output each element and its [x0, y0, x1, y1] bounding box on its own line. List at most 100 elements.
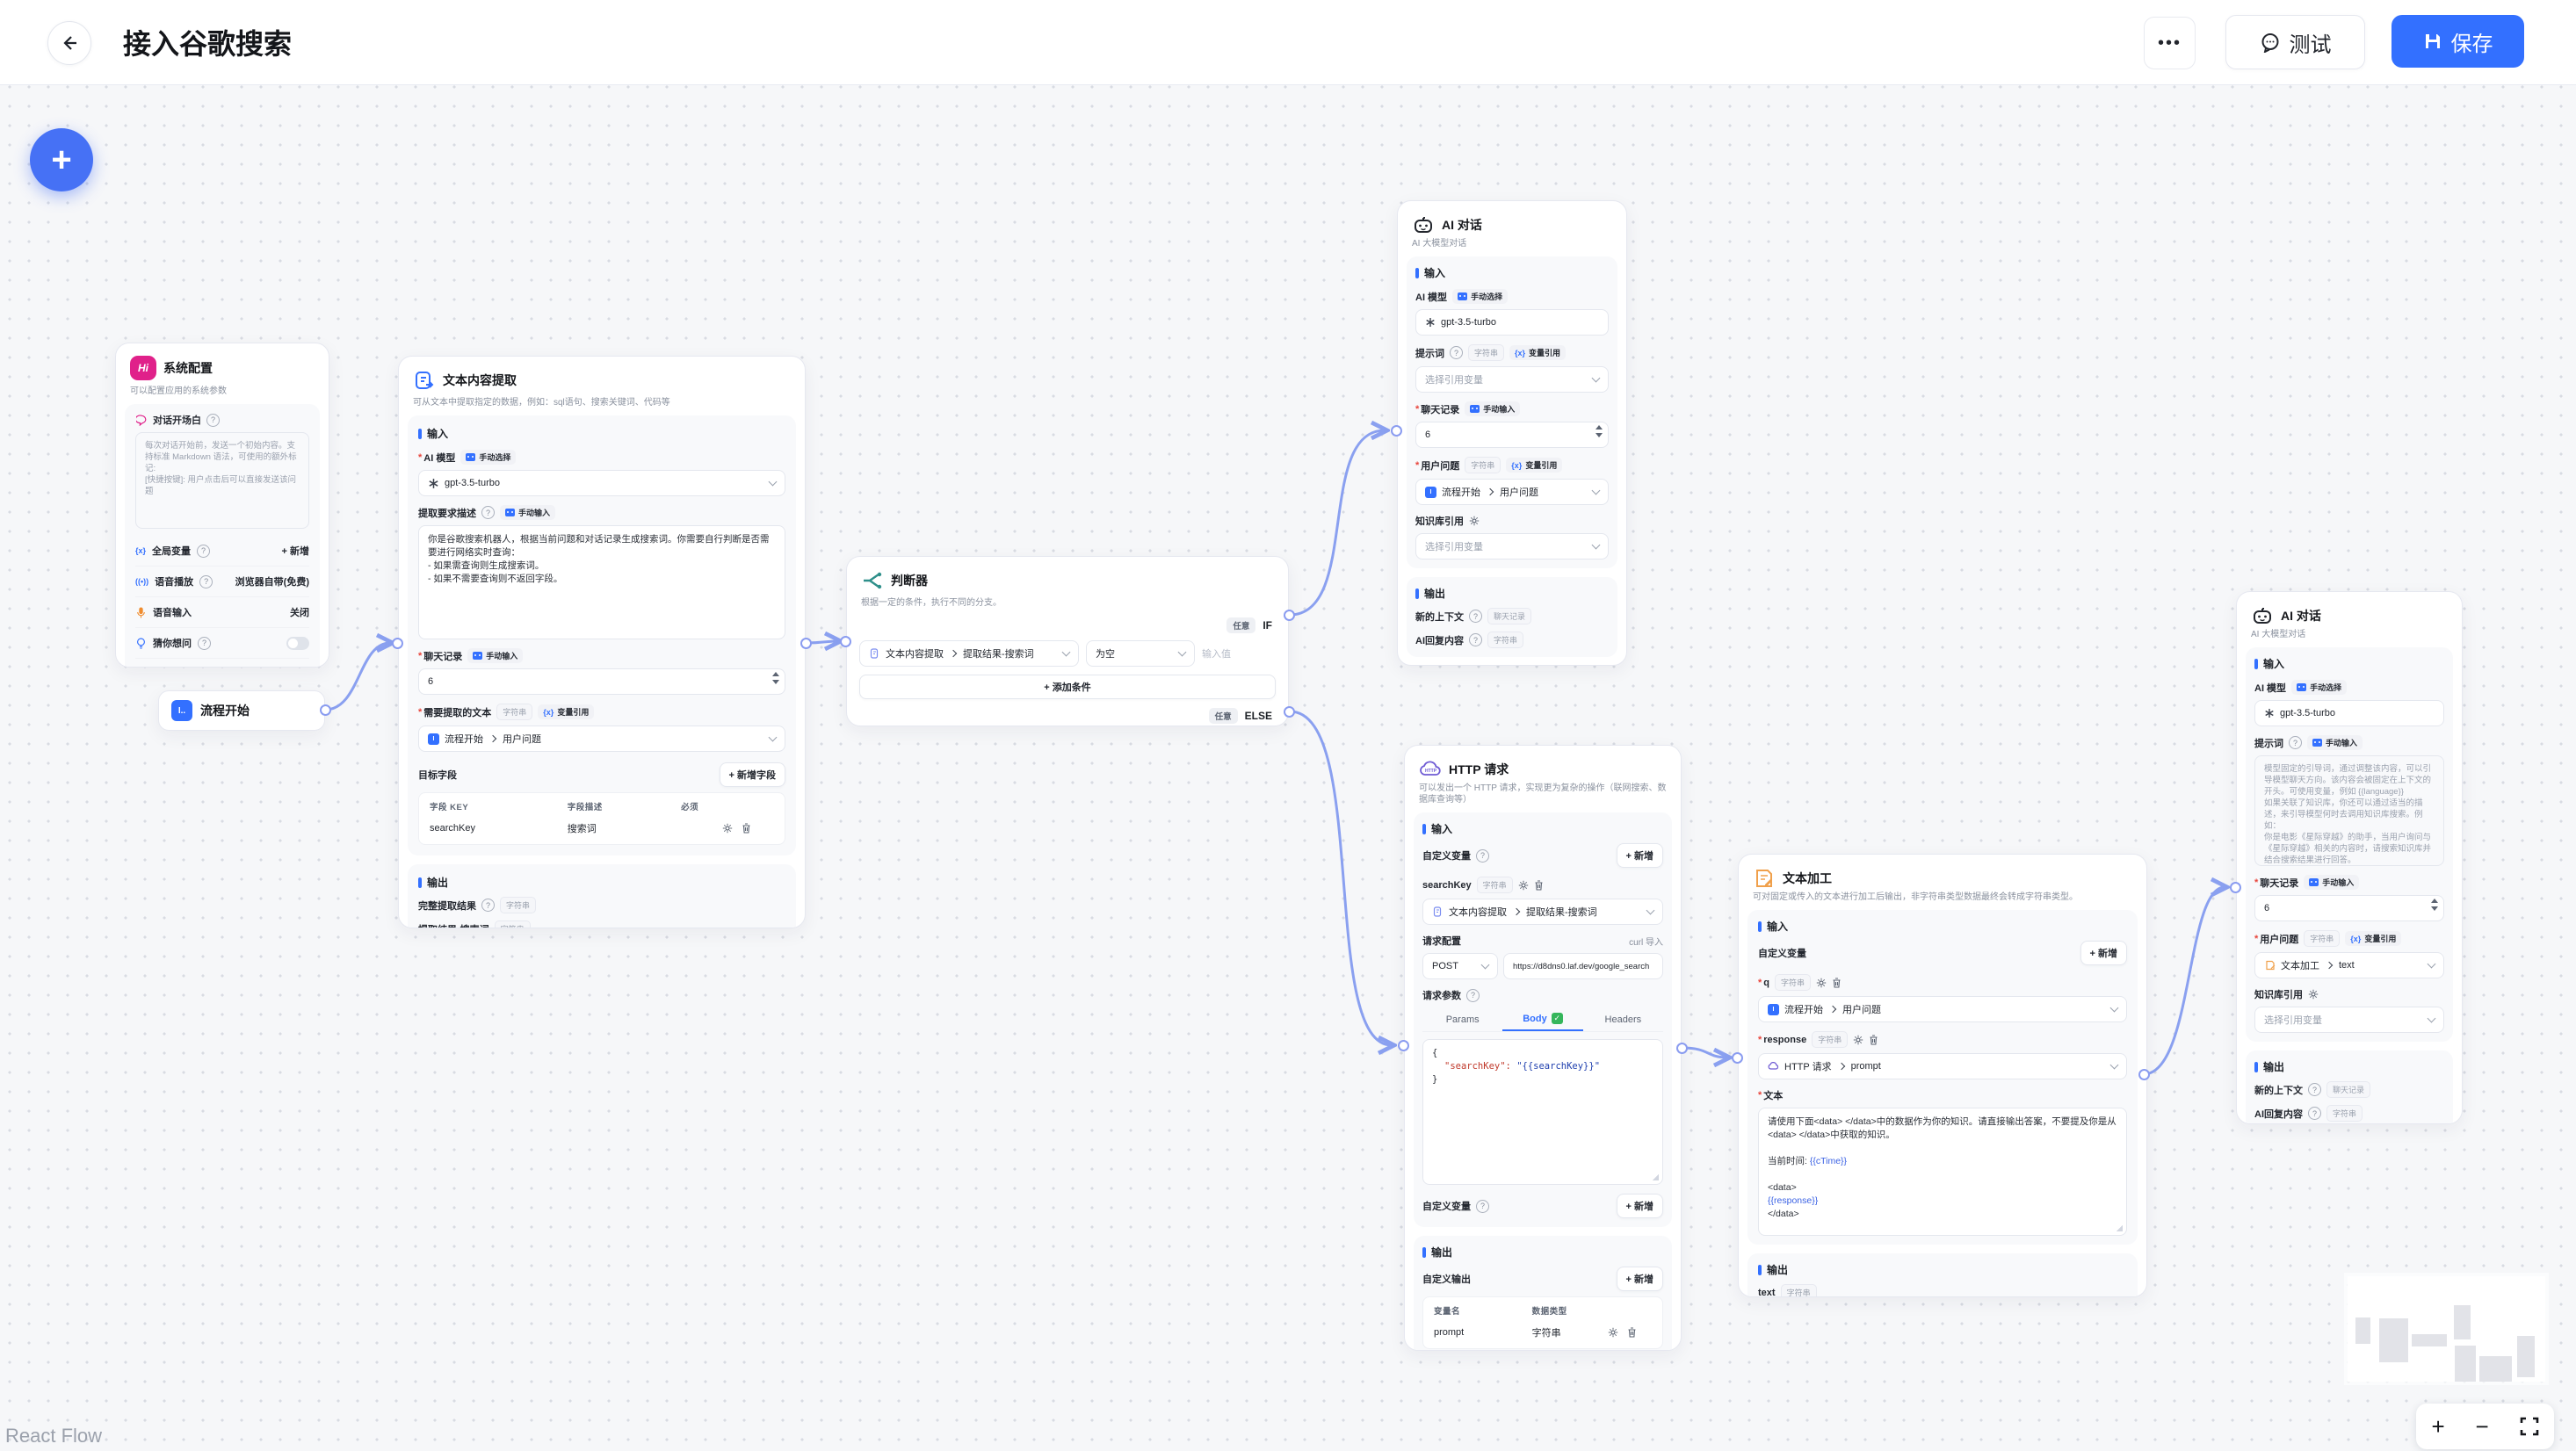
tab-params[interactable]: Params [1445, 1014, 1480, 1025]
model-select[interactable]: gpt-3.5-turbo [1415, 309, 1609, 336]
question-select[interactable]: I 流程开始用户问题 [1415, 479, 1609, 505]
add-var-button[interactable]: + 新增 [1616, 843, 1663, 868]
add-output-button[interactable]: + 新增 [1616, 1267, 1663, 1291]
timer-row[interactable]: 定时执行 ? 未开启 [135, 658, 309, 667]
body-code-editor[interactable]: { "searchKey": "{{searchKey}}" } [1422, 1039, 1663, 1185]
url-input[interactable]: https://d8dns0.laf.dev/google_search [1503, 953, 1663, 979]
handle-ai2-in[interactable] [2230, 882, 2241, 893]
help-icon[interactable]: ? [2308, 1083, 2321, 1096]
condition-value-input[interactable]: 输入值 [1202, 649, 1231, 660]
fit-view-button[interactable] [2520, 1417, 2539, 1436]
var-ref-badge[interactable]: {x}变量引用 [2345, 931, 2402, 946]
help-icon[interactable]: ? [198, 636, 211, 650]
test-button[interactable]: 测试 [2225, 15, 2365, 69]
trash-icon[interactable] [1534, 879, 1544, 891]
manual-select-badge[interactable]: 手动选择 [2291, 680, 2348, 695]
handle-ai1-in[interactable] [1391, 425, 1402, 437]
manual-select-badge[interactable]: 手动选择 [1452, 289, 1509, 304]
manual-input-badge[interactable]: 手动输入 [500, 505, 556, 520]
add-node-button[interactable]: + [30, 128, 93, 191]
var-ref-badge[interactable]: {x}变量引用 [1506, 458, 1563, 473]
handle-judge-if[interactable] [1284, 610, 1295, 621]
handle-http-in[interactable] [1398, 1040, 1409, 1051]
add-var-button[interactable]: + 新增 [1616, 1194, 1663, 1218]
q-ref-select[interactable]: I 流程开始用户问题 [1758, 996, 2127, 1022]
gear-icon[interactable] [722, 823, 733, 834]
handle-judge-else[interactable] [1284, 706, 1295, 718]
var-ref-select[interactable]: 文本内容提取提取结果-搜索词 [1422, 899, 1663, 925]
node-ai-chat-2[interactable]: AI 对话 AI 大模型对话 输入 AI 模型 手动选择 gpt-3.5-tur… [2236, 591, 2463, 1124]
handle-extract-in[interactable] [392, 638, 403, 649]
trash-icon[interactable] [742, 823, 751, 834]
more-menu-button[interactable]: ••• [2144, 17, 2196, 69]
help-icon[interactable]: ? [206, 413, 220, 427]
help-icon[interactable]: ? [1466, 988, 1480, 1002]
gear-icon[interactable] [1469, 516, 1480, 526]
node-text-extract[interactable]: 文本内容提取 可从文本中提取指定的数据，例如：sql语句、搜索关键词、代码等 输… [398, 356, 806, 928]
minimap[interactable] [2348, 1276, 2545, 1382]
gear-icon[interactable] [1853, 1035, 1863, 1045]
source-select[interactable]: I 流程开始用户问题 [418, 726, 785, 752]
save-button[interactable]: 保存 [2391, 15, 2524, 68]
add-var-button[interactable]: + 新增 [2080, 941, 2127, 965]
help-icon[interactable]: ? [2289, 736, 2302, 749]
tts-row[interactable]: ((•)) 语音播放 ? 浏览器自带(免费) [135, 566, 309, 596]
trash-icon[interactable] [1869, 1034, 1878, 1045]
number-stepper[interactable] [772, 672, 779, 684]
model-select[interactable]: gpt-3.5-turbo [418, 470, 785, 496]
add-condition-button[interactable]: + 添加条件 [859, 675, 1276, 699]
handle-http-out[interactable] [1676, 1043, 1688, 1054]
curl-import-button[interactable]: curl 导入 [1629, 937, 1663, 948]
gear-icon[interactable] [1816, 978, 1827, 988]
trash-icon[interactable] [1627, 1327, 1637, 1338]
number-stepper[interactable] [1596, 425, 1603, 437]
manual-input-badge[interactable]: 手动输入 [2304, 875, 2360, 890]
handle-judge-in[interactable] [840, 636, 851, 647]
history-input[interactable]: 6 [2254, 895, 2444, 921]
condition-op-select[interactable]: 为空 [1086, 640, 1195, 667]
node-http-request[interactable]: HTTP HTTP 请求 可以发出一个 HTTP 请求，实现更为复杂的操作（联网… [1404, 745, 1682, 1351]
guess-toggle[interactable] [286, 636, 309, 650]
welcome-textarea[interactable]: 每次对话开始前，发送一个初始内容。支持标准 Markdown 语法，可使用的额外… [135, 432, 309, 529]
help-icon[interactable]: ? [481, 899, 495, 912]
handle-textp-out[interactable] [2138, 1069, 2150, 1080]
var-ref-badge[interactable]: {x}变量引用 [538, 704, 595, 719]
zoom-out-button[interactable]: − [2475, 1412, 2489, 1440]
manual-input-badge[interactable]: 手动输入 [2307, 735, 2363, 750]
node-text-process[interactable]: 文本加工 可对固定或传入的文本进行加工后输出，非字符串类型数据最终会转成字符串类… [1738, 854, 2147, 1297]
number-stepper[interactable] [2431, 899, 2438, 911]
gear-icon[interactable] [1608, 1327, 1618, 1338]
gear-icon[interactable] [2308, 989, 2319, 1000]
manual-input-badge[interactable]: 手动输入 [1465, 401, 1521, 416]
kb-select[interactable]: 选择引用变量 [1415, 533, 1609, 559]
global-var-row[interactable]: {x} 全局变量 ? + 新增 [135, 536, 309, 566]
zoom-in-button[interactable]: + [2431, 1412, 2445, 1440]
prompt-textarea[interactable]: 模型固定的引导词，通过调整该内容，可以引导模型聊天方向。该内容会被固定在上下文的… [2254, 755, 2444, 866]
node-ai-chat-1[interactable]: AI 对话 AI 大模型对话 输入 AI 模型 手动选择 gpt-3.5-tur… [1397, 200, 1627, 666]
kb-select[interactable]: 选择引用变量 [2254, 1007, 2444, 1033]
help-icon[interactable]: ? [199, 574, 213, 588]
desc-textarea[interactable]: 你是谷歌搜索机器人，根据当前问题和对话记录生成搜索词。你需要自行判断是否需要进行… [418, 525, 785, 639]
node-judge[interactable]: 判断器 根据一定的条件，执行不同的分支。 任意 IF 文本内容提取提取结果-搜索… [846, 556, 1289, 726]
help-icon[interactable]: ? [481, 506, 495, 519]
help-icon[interactable]: ? [197, 544, 211, 558]
stt-row[interactable]: 语音输入 关闭 [135, 596, 309, 627]
tab-body[interactable]: Body✓ [1502, 1007, 1583, 1031]
text-textarea[interactable]: 请使用下面<data> </data>中的数据作为你的知识。请直接输出答案，不要… [1758, 1108, 2127, 1236]
help-icon[interactable]: ? [1469, 610, 1482, 623]
add-var-button[interactable]: + 新增 [281, 546, 309, 557]
history-input[interactable]: 6 [1415, 422, 1609, 448]
handle-extract-out[interactable] [800, 638, 812, 649]
guess-row[interactable]: 猜你想问 ? [135, 627, 309, 658]
handle-textp-in[interactable] [1732, 1052, 1743, 1064]
trash-icon[interactable] [1832, 977, 1842, 988]
help-icon[interactable]: ? [1476, 848, 1489, 863]
manual-input-badge[interactable]: 手动输入 [467, 648, 524, 663]
node-flow-start[interactable]: I.. 流程开始 [158, 690, 325, 731]
model-select[interactable]: gpt-3.5-turbo [2254, 700, 2444, 726]
history-input[interactable]: 6 [418, 668, 785, 695]
help-icon[interactable]: ? [1476, 1199, 1489, 1213]
gear-icon[interactable] [1518, 880, 1529, 891]
